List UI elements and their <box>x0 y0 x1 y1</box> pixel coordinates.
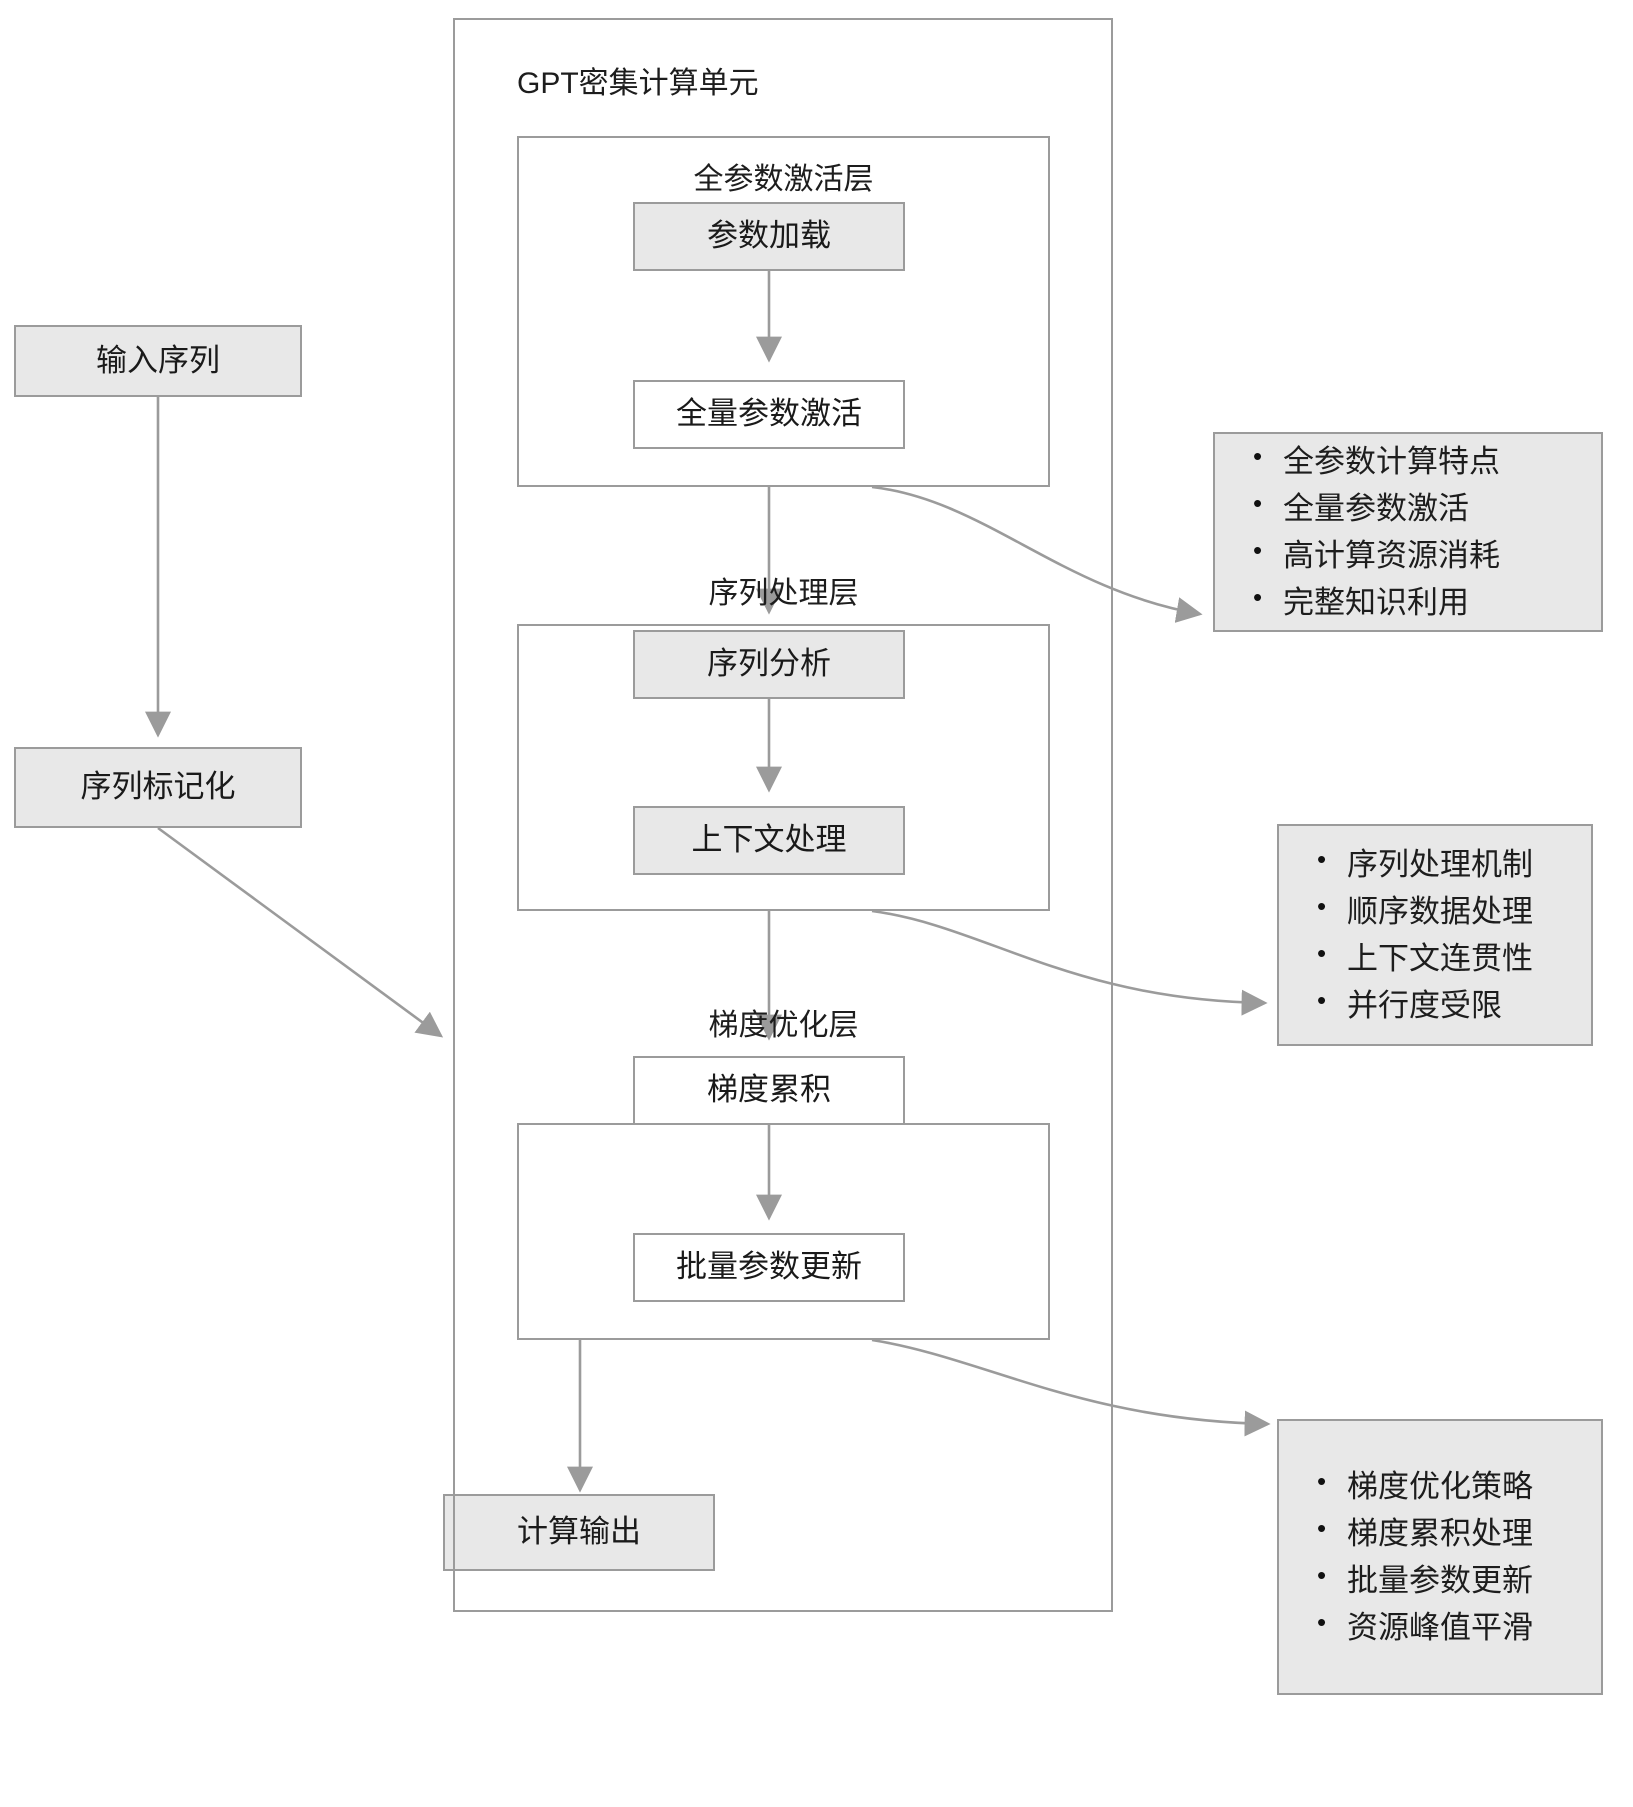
node-sequence-tokenize[interactable]: 序列标记化 <box>14 747 302 828</box>
layer-box-sequence-processing <box>517 624 1050 911</box>
callout-3-item-2: 批量参数更新 <box>1313 1556 1601 1604</box>
callout-full-parameter-compute-notes: 全参数计算特点 全量参数激活 高计算资源消耗 完整知识利用 <box>1213 432 1603 632</box>
callout-3-list: 梯度优化策略 梯度累积处理 批量参数更新 资源峰值平滑 <box>1313 1462 1601 1651</box>
node-sequence-analysis[interactable]: 序列分析 <box>633 630 905 699</box>
node-context-processing-label: 上下文处理 <box>691 822 847 858</box>
callout-3-item-3: 资源峰值平滑 <box>1313 1603 1601 1651</box>
node-input-sequence-label: 输入序列 <box>96 342 220 378</box>
gpt-dense-compute-unit-title: GPT密集计算单元 <box>517 67 759 100</box>
node-batch-parameter-update[interactable]: 批量参数更新 <box>633 1233 905 1302</box>
node-compute-output[interactable]: 计算输出 <box>443 1494 715 1571</box>
node-input-sequence[interactable]: 输入序列 <box>14 325 302 397</box>
node-compute-output-label: 计算输出 <box>517 1514 641 1550</box>
node-context-processing[interactable]: 上下文处理 <box>633 806 905 875</box>
callout-1-item-3: 完整知识利用 <box>1249 578 1601 626</box>
callout-3-item-1: 梯度累积处理 <box>1313 1509 1601 1557</box>
node-batch-parameter-update-label: 批量参数更新 <box>676 1249 862 1285</box>
node-gradient-accumulation[interactable]: 梯度累积 <box>633 1056 905 1125</box>
callout-3-item-0: 梯度优化策略 <box>1313 1462 1601 1510</box>
node-sequence-analysis-label: 序列分析 <box>707 646 831 682</box>
node-full-parameter-activate[interactable]: 全量参数激活 <box>633 380 905 449</box>
callout-2-item-3: 并行度受限 <box>1313 981 1591 1029</box>
gpt-dense-compute-unit-container <box>453 18 1113 1612</box>
callout-1-list: 全参数计算特点 全量参数激活 高计算资源消耗 完整知识利用 <box>1249 437 1601 626</box>
callout-gradient-optimization-notes: 梯度优化策略 梯度累积处理 批量参数更新 资源峰值平滑 <box>1277 1419 1603 1695</box>
layer-box-full-parameter-activation <box>517 136 1050 487</box>
layer-title-gradient-optimization: 梯度优化层 <box>708 1009 859 1042</box>
node-parameter-load[interactable]: 参数加载 <box>633 202 905 271</box>
layer-title-sequence-processing: 序列处理层 <box>708 577 859 610</box>
callout-2-item-1: 顺序数据处理 <box>1313 887 1591 935</box>
node-full-parameter-activate-label: 全量参数激活 <box>676 396 862 432</box>
callout-sequence-processing-notes: 序列处理机制 顺序数据处理 上下文连贯性 并行度受限 <box>1277 824 1593 1046</box>
callout-2-item-0: 序列处理机制 <box>1313 840 1591 888</box>
callout-1-item-1: 全量参数激活 <box>1249 484 1601 532</box>
node-gradient-accumulation-label: 梯度累积 <box>707 1072 831 1108</box>
callout-1-item-0: 全参数计算特点 <box>1249 437 1601 485</box>
callout-1-item-2: 高计算资源消耗 <box>1249 531 1601 579</box>
callout-2-list: 序列处理机制 顺序数据处理 上下文连贯性 并行度受限 <box>1313 840 1591 1029</box>
edge-tokenize-to-unit <box>157 826 444 1038</box>
layer-box-gradient-optimization <box>517 1123 1050 1340</box>
node-sequence-tokenize-label: 序列标记化 <box>80 769 236 805</box>
callout-2-item-2: 上下文连贯性 <box>1313 934 1591 982</box>
layer-title-full-parameter-activation: 全参数激活层 <box>693 163 874 196</box>
node-parameter-load-label: 参数加载 <box>707 218 831 254</box>
